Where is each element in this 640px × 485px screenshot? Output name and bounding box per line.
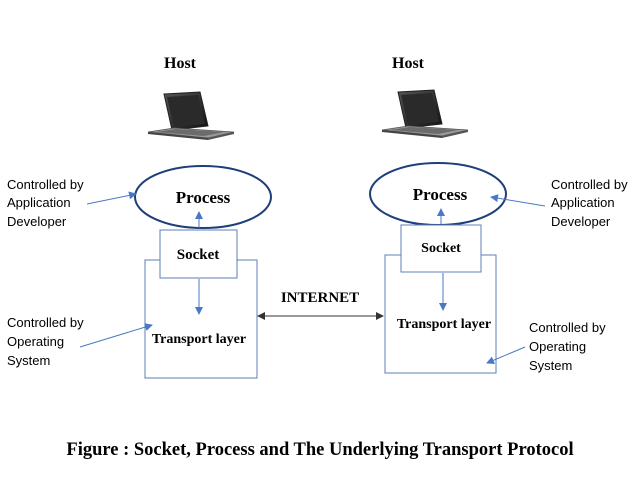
right-dev-note-line1: Controlled by: [551, 177, 628, 192]
right-host-title: Host: [392, 55, 425, 72]
left-dev-note-line1: Controlled by: [7, 177, 84, 192]
left-os-note: Controlled by Operating System: [7, 315, 84, 368]
internet-label: INTERNET: [281, 290, 359, 306]
internet-link: INTERNET: [257, 290, 384, 320]
right-transport-box: [384, 254, 497, 374]
left-os-note-line1: Controlled by: [7, 315, 84, 330]
figure-caption: Figure : Socket, Process and The Underly…: [66, 440, 573, 460]
right-os-note: Controlled by Operating System: [529, 320, 606, 373]
left-socket-box: [159, 229, 238, 279]
right-socket-label: Socket: [421, 241, 461, 256]
right-dev-note-arrow: [490, 194, 546, 207]
left-dev-note-line2: Application: [7, 195, 71, 210]
right-os-note-line1: Controlled by: [529, 320, 606, 335]
right-host: Host Process Socket Transport layer Cont…: [369, 55, 628, 374]
left-host: Host Process Socket Transport layer Cont…: [7, 55, 272, 379]
left-socket-label: Socket: [177, 247, 220, 263]
left-os-note-line2: Operating: [7, 334, 64, 349]
left-dev-note: Controlled by Application Developer: [7, 177, 84, 229]
right-os-note-line2: Operating: [529, 339, 586, 354]
left-transport-label: Transport layer: [152, 332, 246, 347]
right-transport-label: Transport layer: [397, 317, 491, 332]
right-os-note-arrow: [486, 346, 526, 364]
laptop-icon: [147, 91, 235, 140]
right-dev-note-line2: Application: [551, 195, 615, 210]
right-os-note-line3: System: [529, 358, 572, 373]
right-process-label: Process: [413, 185, 468, 204]
left-dev-note-arrow: [86, 191, 137, 205]
left-host-title: Host: [164, 55, 197, 72]
laptop-icon: [381, 89, 469, 138]
right-socket-box: [400, 224, 482, 273]
left-process-label: Process: [176, 188, 231, 207]
left-os-note-line3: System: [7, 353, 50, 368]
right-dev-note-line3: Developer: [551, 214, 611, 229]
left-transport-box: [144, 259, 258, 379]
left-dev-note-line3: Developer: [7, 214, 67, 229]
left-os-note-arrow: [79, 323, 153, 348]
right-dev-note: Controlled by Application Developer: [551, 177, 628, 229]
